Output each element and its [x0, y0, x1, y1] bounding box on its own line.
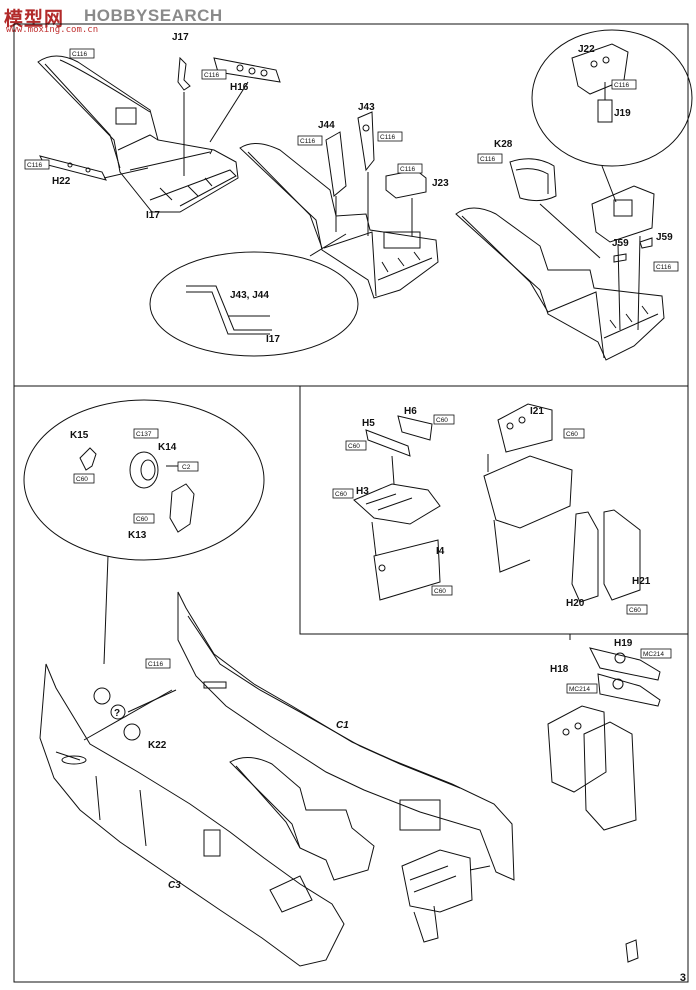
tag-c60-g3: C60 — [335, 491, 347, 498]
label-h3: H3 — [356, 486, 369, 497]
watermark-brand: HOBBYSEARCH — [84, 6, 223, 25]
label-k14: K14 — [158, 442, 177, 453]
tag-c116-b3: C116 — [400, 166, 415, 173]
cockpit-tub-c — [455, 207, 665, 361]
instrument-panel-h16 — [209, 57, 281, 155]
tag-c60-b2: C60 — [629, 607, 641, 614]
fuselage-half-c3 — [39, 663, 345, 967]
label-i4: I4 — [436, 546, 445, 557]
label-c3: C3 — [168, 880, 181, 891]
label-k13: K13 — [128, 530, 147, 541]
tag-c116-a1: C116 — [72, 51, 87, 58]
label-h19: H19 — [614, 638, 633, 649]
label-k15: K15 — [70, 430, 89, 441]
label-h16: H16 — [230, 82, 249, 93]
tag-c137: C137 — [136, 431, 152, 438]
label-j19: J19 — [614, 108, 631, 119]
panel-bubble — [531, 29, 693, 203]
page-frame — [13, 23, 689, 983]
fuselage-half-c1 — [177, 591, 515, 881]
wheel-bubble — [23, 399, 265, 665]
step2-labels: K15 K14 K13 C137 C2 C60 C60 K22 C1 C3 C1… — [70, 406, 664, 891]
inset-box-border — [299, 386, 688, 635]
tag-c116-f1: C116 — [148, 661, 163, 668]
label-h21: H21 — [632, 576, 651, 587]
label-j22: J22 — [578, 44, 595, 55]
watermark-url: www.moxing.com.cn — [6, 25, 99, 35]
landing-gear-arrows — [83, 687, 177, 741]
tag-c116-c1: C116 — [480, 156, 495, 163]
tag-c116-p1: C116 — [614, 82, 629, 89]
detail-bubble-a — [149, 233, 359, 357]
label-j59-a: J59 — [612, 238, 629, 249]
cockpit-tub-b — [239, 143, 439, 299]
label-h20: H20 — [566, 598, 585, 609]
label-j43-j44: J43, J44 — [230, 290, 269, 301]
tag-c60-b1: C60 — [566, 431, 578, 438]
side-panel-j43 — [357, 111, 375, 236]
tag-c2: C2 — [182, 464, 191, 471]
guns-h18-h19 — [589, 647, 661, 707]
tag-c60-g2: C60 — [436, 417, 448, 424]
tag-c60-w1: C60 — [76, 476, 88, 483]
label-j17: J17 — [172, 32, 189, 43]
seat-k28 — [509, 158, 601, 259]
label-h18: H18 — [550, 664, 569, 675]
question-mark: ? — [114, 708, 120, 719]
gun-cover-h5 — [365, 429, 411, 457]
label-j44: J44 — [318, 120, 335, 131]
gun-deck-h3 — [353, 455, 441, 525]
tag-c60-g4: C60 — [434, 588, 446, 595]
gun-assembly-lower — [401, 849, 491, 943]
label-h5: H5 — [362, 418, 375, 429]
control-stick-j17 — [177, 56, 191, 176]
tag-c60-w2: C60 — [136, 516, 148, 523]
tag-c116-b1: C116 — [300, 138, 315, 145]
label-h22: H22 — [52, 176, 71, 187]
tag-c116-c2: C116 — [656, 264, 671, 271]
label-j23: J23 — [432, 178, 449, 189]
tag-c116-b2: C116 — [380, 134, 395, 141]
label-j43: J43 — [358, 102, 375, 113]
cockpit-tub-a — [37, 55, 239, 213]
side-panel-j44 — [325, 131, 347, 232]
fuselage-cockpit-tub — [229, 757, 375, 881]
tag-c60-g1: C60 — [348, 443, 360, 450]
bulkhead-h20-h21 — [483, 455, 641, 603]
label-i17-detail: I17 — [266, 334, 280, 345]
tag-mc214-a: MC214 — [643, 651, 664, 658]
tag-c116-a3: C116 — [27, 162, 42, 169]
label-i17: I17 — [146, 210, 160, 221]
label-h6: H6 — [404, 406, 417, 417]
label-c1: C1 — [336, 720, 349, 731]
corner-detail — [625, 939, 639, 963]
rear-panel-assembly — [591, 185, 655, 331]
label-i21: I21 — [530, 406, 544, 417]
label-j59-b: J59 — [656, 232, 673, 243]
bulkhead-i4 — [371, 521, 441, 601]
gun-cover-h6 — [397, 415, 433, 441]
gun-bulkhead-assembly — [547, 705, 637, 831]
small-parts-j59 — [613, 237, 653, 263]
step1-labels: J17 H16 H22 I17 C116 C116 C116 J44 J43 J… — [27, 32, 673, 345]
page-number: 3 — [679, 972, 686, 984]
tag-c116-a2: C116 — [204, 72, 219, 79]
armor-block-j23 — [385, 169, 427, 236]
label-k22: K22 — [148, 740, 167, 751]
color-tag-boxes — [24, 48, 679, 694]
label-k28: K28 — [494, 139, 513, 150]
tag-mc214-b: MC214 — [569, 686, 590, 693]
bulkhead-i21 — [487, 403, 553, 472]
